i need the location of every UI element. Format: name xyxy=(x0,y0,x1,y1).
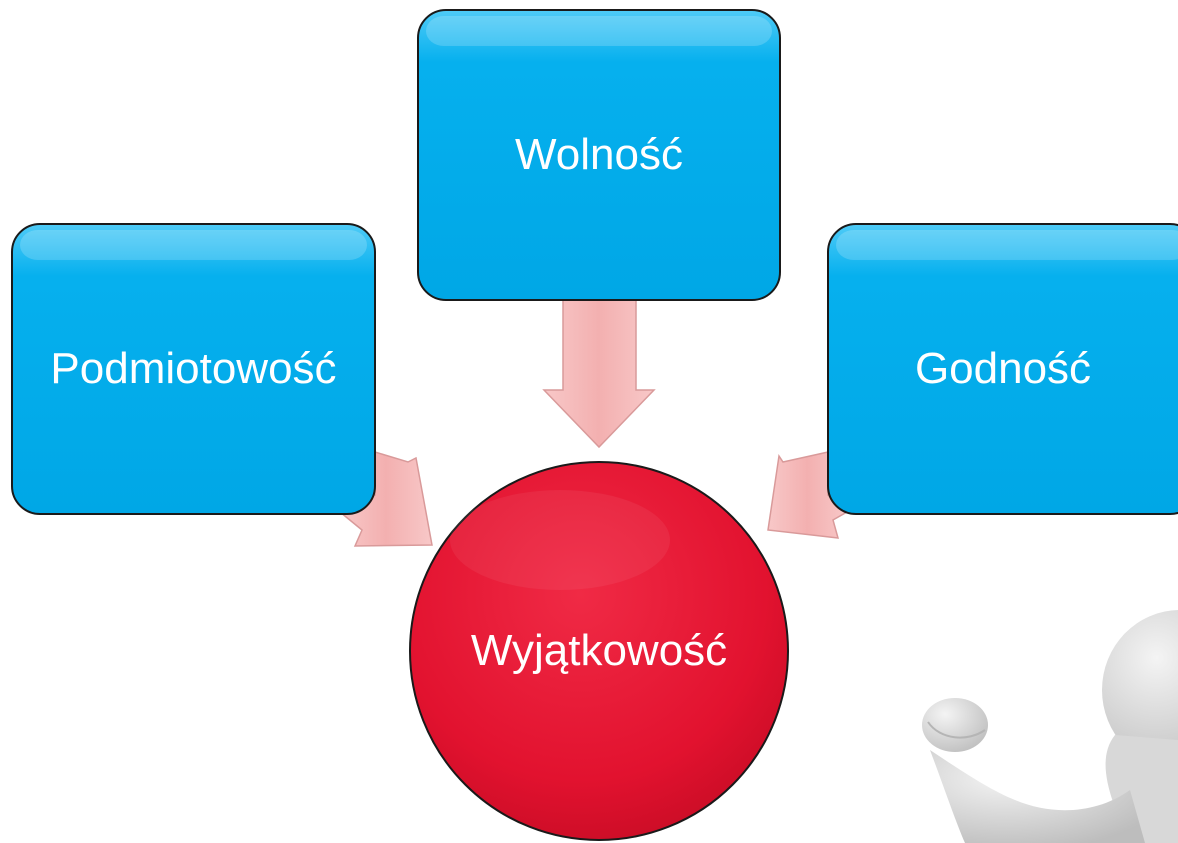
arrow-top-to-center xyxy=(542,297,656,449)
person-figure-icon xyxy=(922,610,1178,843)
box-left xyxy=(11,223,376,515)
center-circle xyxy=(409,461,789,841)
box-right xyxy=(827,223,1178,515)
box-top xyxy=(417,9,781,301)
